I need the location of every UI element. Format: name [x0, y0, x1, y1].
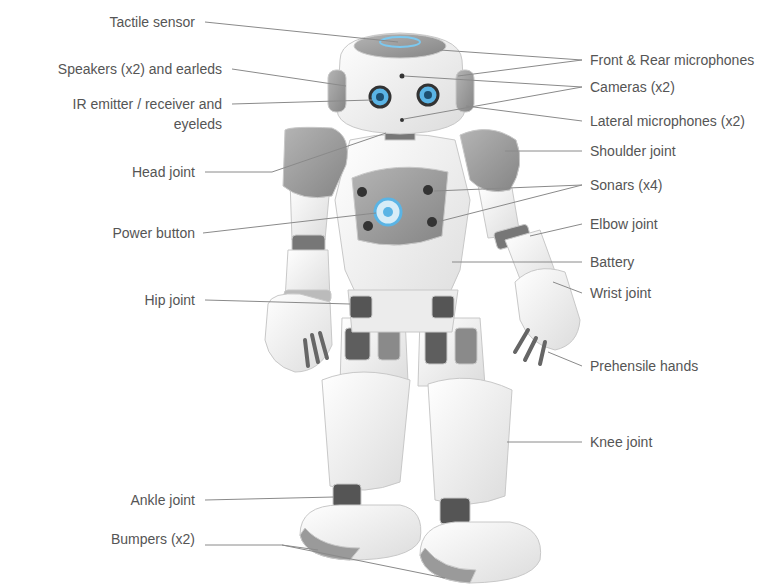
part-label: Knee joint: [590, 432, 778, 452]
leader-line: [452, 262, 582, 263]
hand: [265, 294, 332, 372]
leader-line: [232, 69, 346, 86]
part-label: Lateral microphones (x2): [590, 111, 778, 131]
eye: [376, 93, 384, 101]
part-label: Head joint: [15, 162, 195, 182]
leader-line: [205, 22, 398, 42]
hip-joint: [350, 296, 372, 318]
head-cap: [354, 34, 446, 58]
leader-line: [466, 106, 582, 121]
leader-line: [205, 497, 334, 500]
ear: [328, 70, 346, 112]
knee-joint: [455, 328, 477, 364]
power-button: [383, 207, 393, 217]
part-label: Bumpers (x2): [15, 529, 195, 549]
bumper: [420, 548, 476, 583]
part-label: Shoulder joint: [590, 141, 778, 161]
part-label: IR emitter / receiver and eyeleds: [47, 94, 222, 134]
leader-line: [205, 300, 350, 304]
part-label: Hip joint: [15, 290, 195, 310]
knee-joint: [425, 328, 447, 364]
eye: [370, 87, 390, 107]
finger: [305, 333, 327, 366]
leader-line: [507, 442, 582, 443]
sonar: [423, 185, 433, 195]
sonar: [427, 217, 437, 227]
part-label: Ankle joint: [15, 490, 195, 510]
hip-joint: [432, 296, 454, 318]
part-label: Tactile sensor: [15, 12, 195, 32]
leader-line: [548, 352, 582, 366]
eye: [418, 85, 438, 105]
knee-joint: [345, 328, 370, 360]
shoulder-pad: [460, 130, 520, 192]
leader-line: [203, 213, 376, 233]
left-foot: [300, 505, 421, 560]
part-label: Cameras (x2): [590, 77, 778, 97]
part-label: Battery: [590, 252, 778, 272]
sonar: [357, 187, 367, 197]
head: [337, 33, 465, 134]
chest-panel: [352, 167, 448, 245]
power-button: [375, 199, 401, 225]
knee-joint: [378, 328, 400, 360]
right-shin: [428, 378, 512, 504]
ankle-joint: [333, 484, 361, 508]
leader-line: [434, 185, 582, 222]
sonar: [363, 221, 373, 231]
part-label: Prehensile hands: [590, 356, 778, 376]
leader-line: [440, 50, 582, 76]
shoulder-pad: [283, 127, 347, 197]
camera: [400, 74, 405, 79]
part-label: Speakers (x2) and earleds: [7, 59, 222, 79]
part-label: Wrist joint: [590, 283, 778, 303]
finger: [515, 330, 545, 364]
camera: [400, 118, 404, 122]
left-shin: [322, 372, 410, 490]
leader-line: [404, 76, 582, 119]
eye: [424, 91, 432, 99]
pelvis: [348, 290, 458, 332]
part-label: Sonars (x4): [590, 175, 778, 195]
leader-line: [232, 100, 372, 104]
ankle-joint: [440, 498, 470, 524]
leader-line: [530, 224, 582, 236]
part-label: Elbow joint: [590, 214, 778, 234]
part-label: Power button: [15, 223, 195, 243]
leader-line: [205, 133, 386, 172]
leader-line: [505, 151, 582, 152]
part-label: Front & Rear microphones: [590, 50, 778, 70]
leader-line: [553, 282, 582, 293]
tactile-ring: [380, 37, 420, 47]
leader-line: [205, 545, 445, 578]
right-foot: [420, 522, 541, 583]
